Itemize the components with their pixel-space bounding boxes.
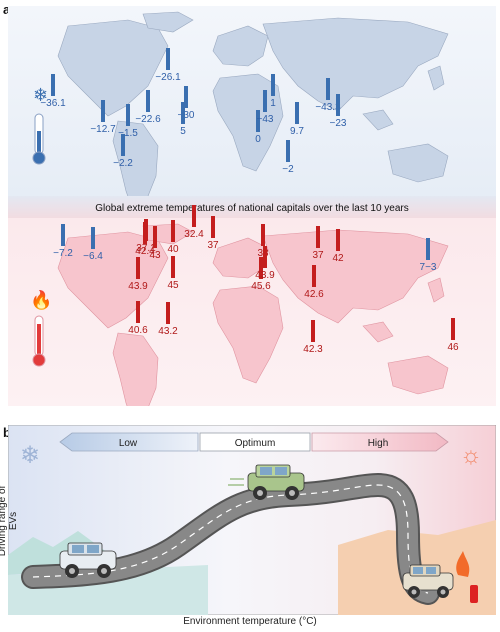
cold-bar xyxy=(263,90,267,112)
cold-value-label: −30 xyxy=(178,110,195,121)
cold-bar xyxy=(91,227,95,249)
hot-value-label: 43.2 xyxy=(158,326,178,337)
hot-value-label: 42.4 xyxy=(135,246,155,257)
cold-value-label: −43.3 xyxy=(315,102,341,113)
cold-bar xyxy=(295,102,299,124)
cold-bar xyxy=(426,238,430,260)
high-arrow: High xyxy=(311,432,449,452)
hot-bar xyxy=(311,320,315,342)
cold-value-label: −43 xyxy=(257,114,274,125)
hot-value-label: 37 xyxy=(312,250,324,261)
cold-bar xyxy=(126,104,130,126)
hot-bar xyxy=(451,318,455,340)
cold-value-label: −36.1 xyxy=(40,98,66,109)
hot-value-label: 37 xyxy=(207,240,219,251)
y-axis-label: Driving range of EVs xyxy=(0,485,19,557)
hot-bar xyxy=(166,302,170,324)
cold-value-label: −26.1 xyxy=(155,72,181,83)
cold-value-label: −6.4 xyxy=(83,251,103,262)
cold-bar xyxy=(184,86,188,108)
cold-bar xyxy=(271,74,275,96)
cold-bar xyxy=(121,134,125,156)
x-axis-label: Environment temperature (°C) xyxy=(183,616,317,627)
hot-value-label: 42.3 xyxy=(303,344,323,355)
hot-bar xyxy=(312,265,316,287)
hot-bar xyxy=(336,229,340,251)
cold-bar xyxy=(326,78,330,100)
cold-thermometer-icon xyxy=(32,151,46,165)
hot-bar xyxy=(316,226,320,248)
cold-value-label: 9.7 xyxy=(290,126,304,137)
cold-bar xyxy=(181,102,185,124)
cold-value-label: −23 xyxy=(330,118,347,129)
cold-value-label: −7.2 xyxy=(53,248,73,259)
cold-value-label: −12.7 xyxy=(90,124,116,135)
hot-value-label: 42 xyxy=(332,253,344,264)
low-label: Low xyxy=(119,438,138,449)
panel-b-letter: b xyxy=(3,425,11,440)
hot-bar xyxy=(259,257,263,279)
hot-value-label: 45 xyxy=(167,280,179,291)
panel-a: ❄ Global extreme temperatures of nationa… xyxy=(8,6,496,424)
cold-value-label: −22.6 xyxy=(135,114,161,125)
car-cold xyxy=(59,542,117,578)
hot-bar xyxy=(192,205,196,227)
high-label: High xyxy=(368,438,389,449)
optimum-label: Optimum xyxy=(235,438,276,449)
hot-bar xyxy=(136,301,140,323)
hot-bar xyxy=(143,222,147,244)
hot-bar xyxy=(153,226,157,248)
hot-bar xyxy=(263,246,267,268)
hot-value-label: 43 xyxy=(149,250,161,261)
cold-value-label: −2.2 xyxy=(113,158,133,169)
hot-value-label: 40.6 xyxy=(128,325,148,336)
hot-value-label: 45.6 xyxy=(251,281,271,292)
car-optimum xyxy=(228,464,305,500)
cold-bar xyxy=(146,90,150,112)
hot-value-label: 37.1 xyxy=(136,243,156,254)
cold-bar xyxy=(336,94,340,116)
panel-b: ❄ ☼ Low Optimum High xyxy=(7,424,497,616)
cold-value-label: −2 xyxy=(282,164,294,175)
hot-value-label: 40 xyxy=(167,244,179,255)
fire-extinguisher-icon xyxy=(470,585,478,603)
cold-bar xyxy=(51,74,55,96)
cold-value-label: 1 xyxy=(270,98,276,109)
cold-value-label: 5 xyxy=(180,126,186,137)
car-hot xyxy=(402,564,454,598)
hot-bar xyxy=(171,256,175,278)
fire-icon xyxy=(456,551,470,577)
optimum-box: Optimum xyxy=(199,432,311,452)
cold-bar xyxy=(286,140,290,162)
hot-value-label: 43.9 xyxy=(255,270,275,281)
sun-icon: ☼ xyxy=(460,442,482,469)
cold-bar xyxy=(61,224,65,246)
cold-value-label: 7−3 xyxy=(420,262,437,273)
hot-bar xyxy=(211,216,215,238)
cold-value-label: 0 xyxy=(255,134,261,145)
low-arrow: Low xyxy=(59,432,199,452)
panel-a-title: Global extreme temperatures of national … xyxy=(95,203,409,214)
cold-bar xyxy=(166,48,170,70)
snowflake-icon: ❄ xyxy=(33,85,48,105)
panel-a-letter: a xyxy=(3,2,11,17)
hot-value-label: 46 xyxy=(447,342,459,353)
hot-bar xyxy=(171,220,175,242)
hot-value-label: 43.9 xyxy=(128,281,148,292)
hot-bar xyxy=(136,257,140,279)
hot-value-label: 32.4 xyxy=(184,229,204,240)
snowflake-icon: ❄ xyxy=(20,442,40,469)
cold-value-label: −1.5 xyxy=(118,128,138,139)
cold-bar xyxy=(101,100,105,122)
hot-bar xyxy=(261,224,265,246)
flame-icon: 🔥 xyxy=(30,289,52,310)
hot-thermometer-icon xyxy=(32,353,46,367)
cold-bar xyxy=(256,110,260,132)
hot-value-label: 42.6 xyxy=(304,289,324,300)
